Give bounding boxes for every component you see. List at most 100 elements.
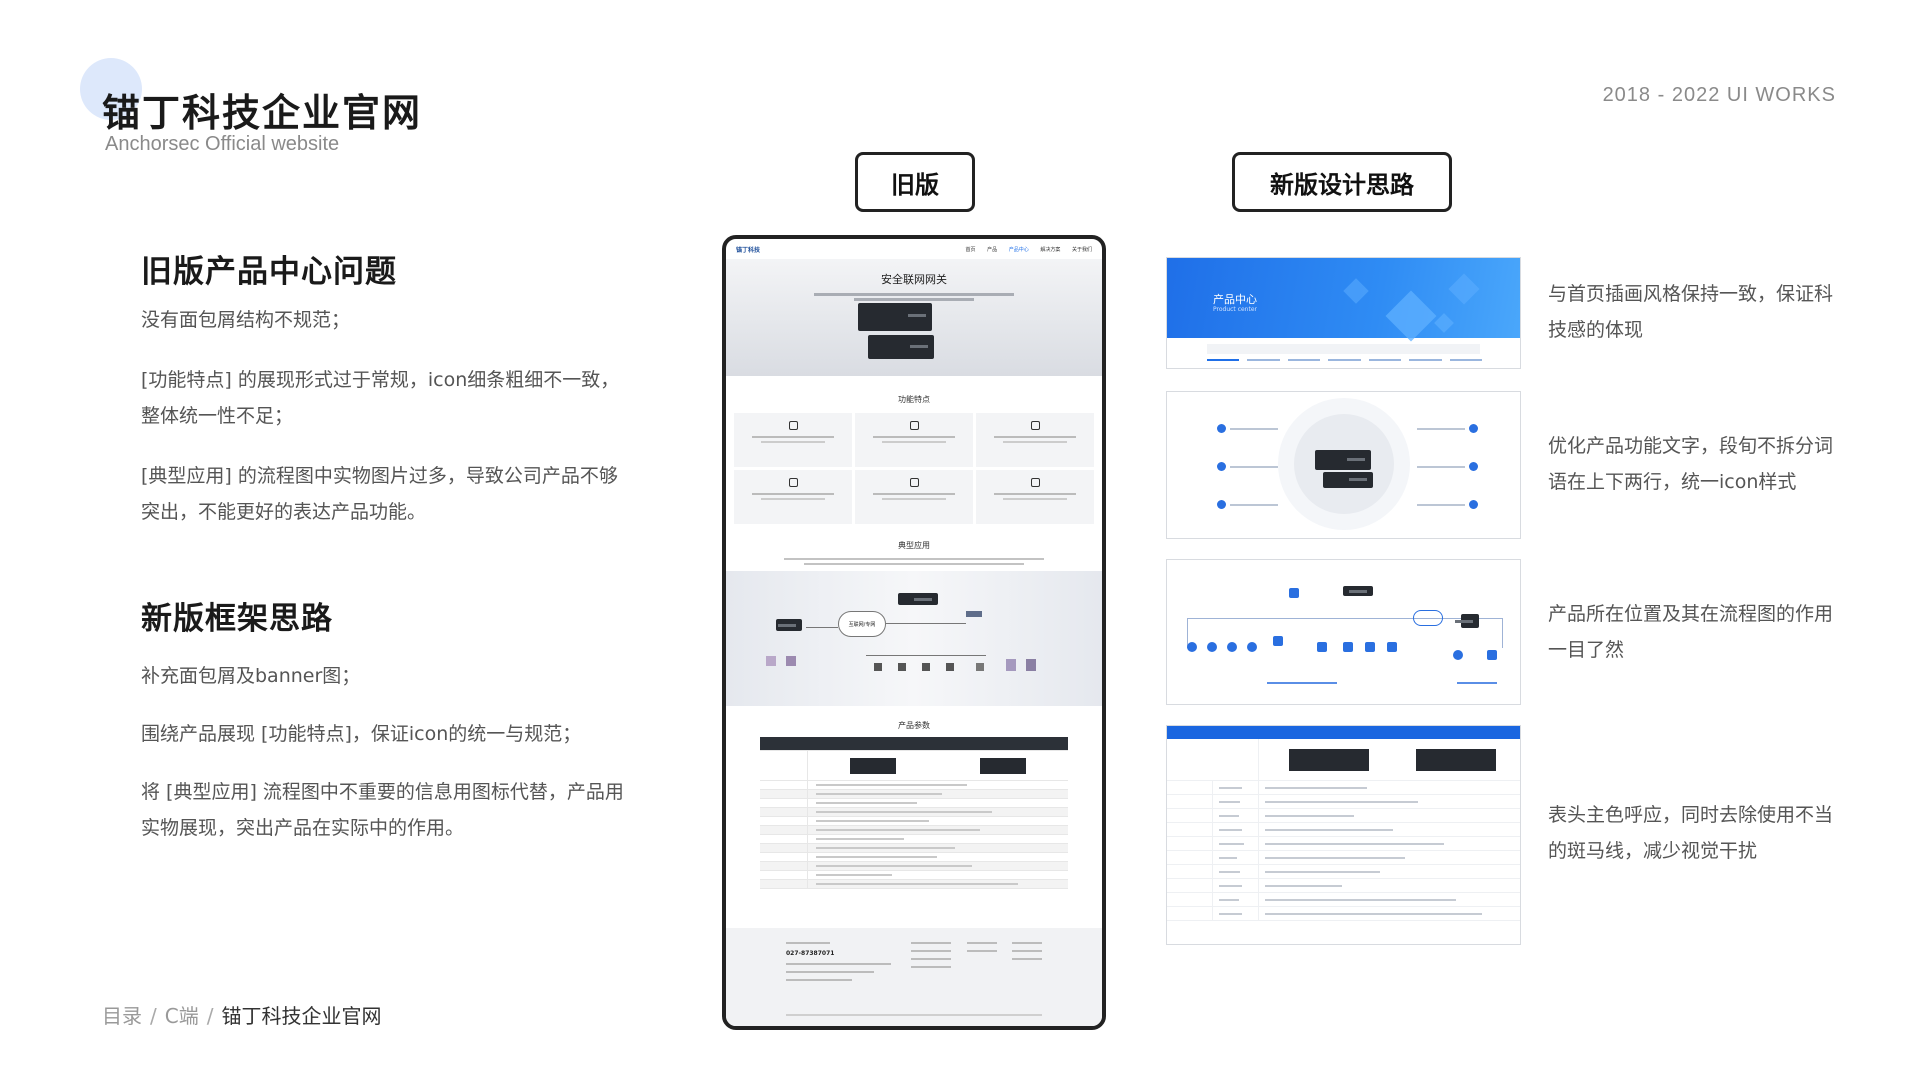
feature-card [855, 413, 973, 467]
diagram-line [1187, 618, 1188, 648]
nav-item[interactable]: 产品中心 [1008, 246, 1029, 253]
table-row [760, 835, 1068, 844]
table-row [760, 790, 1068, 799]
diagram-line [1187, 618, 1502, 619]
table-header [760, 737, 1068, 751]
note-table: 表头主色呼应，同时去除使用不当的斑马线，减少视觉干扰 [1548, 804, 1834, 862]
diagram-line [806, 627, 838, 628]
table-row [760, 862, 1068, 871]
device-thumb [966, 611, 982, 617]
device-icon [1247, 642, 1257, 652]
feature-icon [1030, 478, 1040, 487]
table-row [1167, 893, 1520, 907]
device-icon [1273, 636, 1283, 646]
device-thumb [976, 663, 984, 671]
new-banner-thumb: 产品中心 Product center [1166, 257, 1521, 369]
table-row [760, 880, 1068, 889]
new-tab-bar [1207, 355, 1482, 364]
feature-icon [1469, 462, 1478, 471]
nav-item[interactable]: 解决方案 [1040, 246, 1061, 253]
nav-item[interactable]: 关于我们 [1071, 246, 1092, 253]
device-icon [1365, 642, 1375, 652]
feature-icon [1469, 424, 1478, 433]
table-row [760, 853, 1068, 862]
old-hero-desc-placeholder [814, 293, 1014, 296]
old-issue-2: [功能特点] 的展现形式过于常规，icon细条粗细不一致，整体统一性不足； [141, 369, 620, 427]
breadcrumb: 目录/C端/锚丁科技企业官网 [102, 1000, 381, 1029]
device-thumb [922, 663, 930, 671]
old-params-title: 产品参数 [898, 721, 930, 730]
old-page-footer: 027-87387071 [726, 928, 1102, 1026]
old-page-nav-items: 首页 产品 产品中心 解决方案 关于我们 [956, 246, 1092, 253]
old-params-table [760, 737, 1068, 889]
footer-phone: 027-87387071 [786, 950, 835, 957]
feature-item [1217, 500, 1278, 509]
nav-item[interactable]: 产品 [987, 246, 998, 253]
decorative-cube [1434, 313, 1454, 333]
table-row [760, 844, 1068, 853]
works-label: 2018 - 2022 UI WORKS [1602, 84, 1836, 106]
device-icon [1387, 642, 1397, 652]
old-features-title: 功能特点 [898, 395, 930, 404]
feature-item [1417, 500, 1478, 509]
new-idea-3: 将 [典型应用] 流程图中不重要的信息用图标代替，产品用实物展现，突出产品在实际… [141, 781, 624, 839]
table-row [1167, 809, 1520, 823]
feature-item [1417, 462, 1478, 471]
product-device-image [1323, 472, 1373, 488]
product-device-image [1455, 614, 1479, 628]
nav-item[interactable]: 首页 [965, 246, 976, 253]
product-device-image [1315, 450, 1371, 470]
page-title: 锚丁科技企业官网 [102, 91, 423, 135]
table-row [1167, 739, 1520, 781]
breadcrumb-current: 锚丁科技企业官网 [221, 1004, 382, 1028]
product-device-image [868, 335, 934, 359]
table-row [1167, 795, 1520, 809]
device-icon [1343, 642, 1353, 652]
device-icon [1207, 642, 1217, 652]
table-row [760, 817, 1068, 826]
decorative-cube [1343, 278, 1369, 304]
new-banner-title: 产品中心 [1213, 293, 1257, 306]
feature-icon [1469, 500, 1478, 509]
cloud-node: 互联网/专网 [838, 611, 886, 637]
feature-icon [909, 478, 919, 487]
feature-icon [1217, 462, 1226, 471]
feature-icon [909, 421, 919, 430]
new-version-label: 新版设计思路 [1232, 152, 1452, 212]
note-diagram: 产品所在位置及其在流程图的作用一目了然 [1548, 603, 1834, 661]
feature-item [1417, 424, 1478, 433]
table-row [760, 781, 1068, 790]
new-idea-2: 围绕产品展现 [功能特点]，保证icon的统一与规范； [141, 723, 582, 745]
table-row [760, 808, 1068, 817]
old-page-nav: 锚丁科技 首页 产品 产品中心 解决方案 关于我们 [726, 239, 1102, 259]
device-thumb [874, 663, 882, 671]
feature-card [734, 470, 852, 524]
diagram-line [866, 655, 986, 656]
product-device-image [898, 593, 938, 605]
old-hero-title: 安全联网网关 [881, 273, 947, 286]
table-row [760, 799, 1068, 808]
table-row [1167, 781, 1520, 795]
old-apps-title: 典型应用 [898, 541, 930, 550]
old-version-label: 旧版 [855, 152, 975, 212]
device-icon [1317, 642, 1327, 652]
product-device-image [858, 303, 932, 331]
table-row [1167, 879, 1520, 893]
old-page-mockup: 锚丁科技 首页 产品 产品中心 解决方案 关于我们 安全联网网关 功能特点 典型… [722, 235, 1106, 1030]
diagram-caption [1457, 682, 1497, 684]
note-features: 优化产品功能文字，段旬不拆分词语在上下两行，统一icon样式 [1548, 435, 1834, 493]
note-banner: 与首页插画风格保持一致，保证科技感的体现 [1548, 283, 1834, 341]
breadcrumb-item-catalog[interactable]: 目录 [102, 1004, 142, 1028]
new-banner: 产品中心 Product center [1167, 258, 1520, 342]
feature-icon [788, 421, 798, 430]
old-page-hero: 安全联网网关 [726, 259, 1102, 376]
device-icon [1453, 650, 1463, 660]
product-device-image [1416, 748, 1497, 771]
feature-icon [1217, 500, 1226, 509]
product-device-image [776, 619, 802, 631]
decorative-cube [1448, 273, 1480, 305]
breadcrumb-item-c[interactable]: C端 [164, 1004, 199, 1028]
table-row [760, 871, 1068, 880]
device-icon [1487, 650, 1497, 660]
table-row [760, 826, 1068, 835]
